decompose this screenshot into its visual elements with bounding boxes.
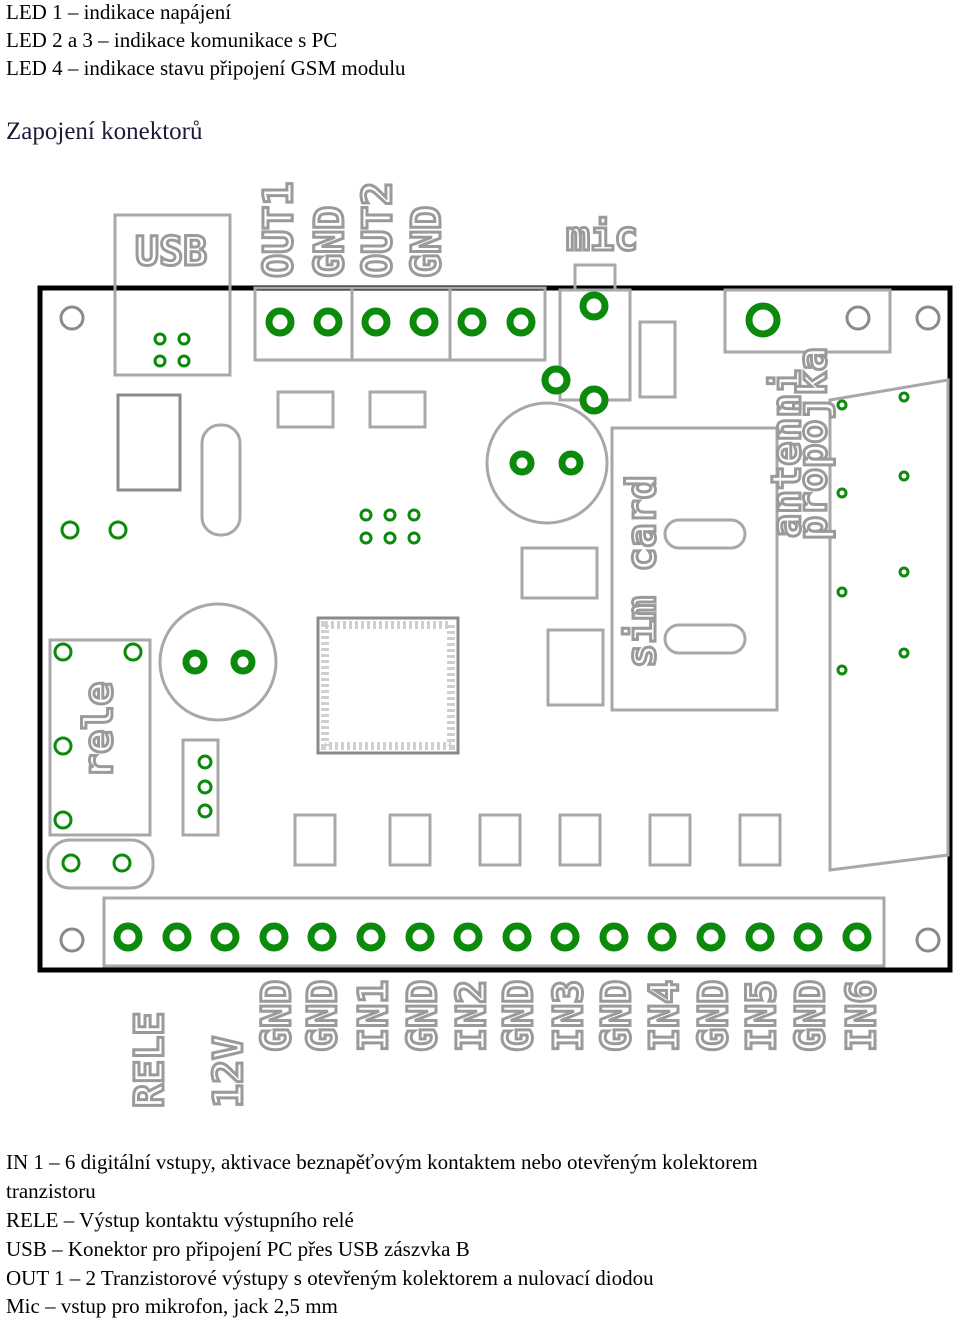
pin-label-7: GND [496, 980, 542, 1052]
label-out1: OUT1 [256, 182, 302, 278]
legend-line-led23: LED 2 a 3 – indikace komunikace s PC [6, 28, 338, 52]
legend-line-led1: LED 1 – indikace napájení [6, 0, 232, 24]
antenna-module [828, 378, 950, 872]
desc-line-usb: USB – Konektor pro připojení PC přes USB… [6, 1237, 470, 1261]
label-mic: mic [566, 214, 638, 260]
label-gnd-b: GND [404, 206, 450, 278]
small-components [46, 320, 782, 890]
small-pads [53, 332, 910, 873]
legend-line-led4: LED 4 – indikace stavu připojení GSM mod… [6, 56, 406, 80]
label-gnd-a: GND [307, 206, 353, 278]
pin-label-2: GND [254, 980, 300, 1052]
pin-label-9: GND [594, 980, 640, 1052]
label-propojka: propojka [790, 347, 836, 540]
board-outline [37, 285, 953, 973]
pin-label-10: IN4 [642, 980, 688, 1052]
pin-label-3: GND [300, 980, 346, 1052]
label-rele: rele [76, 682, 122, 778]
label-out2: OUT2 [355, 182, 401, 278]
capacitor-left [158, 602, 278, 722]
mounting-holes [59, 305, 941, 953]
usb-chip [116, 393, 182, 492]
pin-label-6: IN2 [449, 980, 495, 1052]
section-heading: Zapojení konektorů [6, 118, 203, 145]
pin-label-4: IN1 [351, 980, 397, 1052]
label-sim-card: sim card [619, 475, 665, 668]
pin-label-12: IN5 [739, 980, 785, 1052]
pin-label-8: IN3 [546, 980, 592, 1052]
desc-line-rele: RELE – Výstup kontaktu výstupního relé [6, 1208, 354, 1232]
input-terminal-block [102, 896, 886, 968]
pin-label-5: GND [400, 980, 446, 1052]
out-terminal-block [253, 286, 547, 362]
pin-label-13: GND [788, 980, 834, 1052]
antenna-connector [723, 288, 892, 354]
pin-label-11: GND [691, 980, 737, 1052]
top-pads [182, 291, 781, 675]
sim-holder [610, 426, 779, 712]
pin-label-1: 12V [206, 1036, 252, 1108]
desc-line-out: OUT 1 – 2 Tranzistorové výstupy s otevře… [6, 1266, 654, 1290]
pin-label-0: RELE [127, 1012, 173, 1108]
desc-line-in: IN 1 – 6 digitální vstupy, aktivace bezn… [6, 1150, 758, 1174]
pin-label-14: IN6 [839, 980, 885, 1052]
desc-line-in-cont: tranzistoru [6, 1179, 96, 1203]
desc-line-mic: Mic – vstup pro mikrofon, jack 2,5 mm [6, 1294, 338, 1318]
mcu-chip [316, 616, 460, 755]
relay-block [48, 638, 152, 837]
capacitor-large [485, 401, 609, 525]
label-usb: USB [135, 229, 207, 275]
label-antenni: antenni [764, 369, 810, 538]
bottom-pads [113, 922, 872, 952]
usb-connector [113, 213, 232, 377]
pcb-diagram: USB OUT1 GND OUT2 GND mic antenni propoj… [37, 180, 953, 1110]
